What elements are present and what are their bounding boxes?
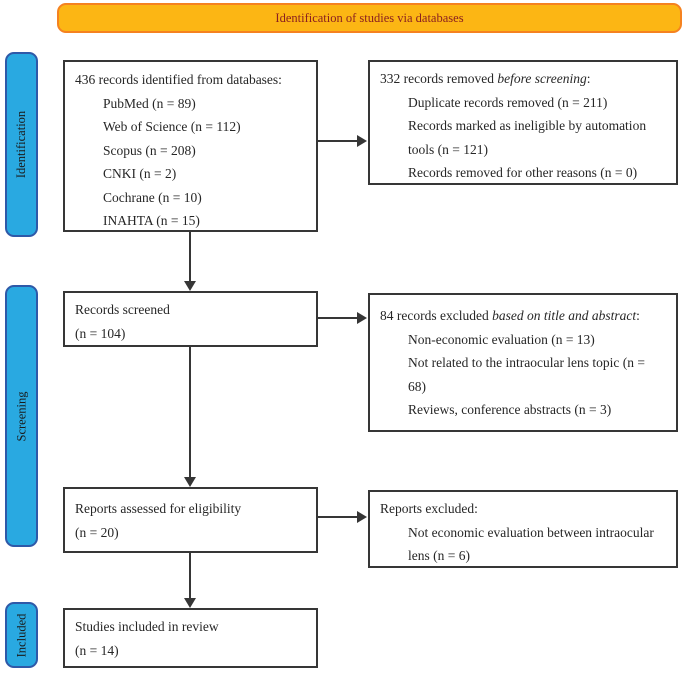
stage-screening: Screening [5,285,38,547]
excluded-title-italic: based on title and abstract [492,308,637,323]
arrow-screened-to-assessed-head-icon [184,477,196,487]
arrow-screened-to-excluded-head-icon [357,312,367,324]
box-reports-assessed-count: (n = 20) [75,524,119,540]
excluded-item-not-related: Not related to the intraocular lens topi… [408,355,646,394]
box-records-screened: Records screened (n = 104) [63,291,318,347]
banner-label: Identification of studies via databases [275,10,464,25]
stage-identification: Identification [5,52,38,237]
stage-included: Included [5,602,38,668]
database-count-web-of-science: Web of Science (n = 112) [103,119,241,134]
box-studies-included-title: Studies included in review [75,619,219,634]
arrow-identified-to-removed-head-icon [357,135,367,147]
arrow-identified-to-screened-line [189,232,191,282]
database-count-pubmed: PubMed (n = 89) [103,95,196,111]
database-count-inahta: INAHTA (n = 15) [103,213,200,228]
arrow-identified-to-screened-head-icon [184,281,196,291]
box-reports-excluded-title: Reports excluded: [380,501,478,516]
removed-title-suffix: : [586,71,591,86]
box-records-excluded-title: 84 records excluded based on title and a… [380,304,666,328]
reports-excluded-item: Not economic evaluation between intraocu… [408,524,654,564]
box-records-screened-count: (n = 104) [75,325,126,341]
stage-included-label: Included [14,613,29,657]
stage-identification-label: Identification [14,110,28,179]
arrow-assessed-to-included-line [189,553,191,599]
box-reports-assessed: Reports assessed for eligibility (n = 20… [63,487,318,553]
excluded-title-suffix: : [636,308,640,323]
database-count-cnki: CNKI (n = 2) [103,166,177,181]
excluded-item-reviews: Reviews, conference abstracts (n = 3) [408,402,612,417]
arrow-identified-to-removed-line [318,140,358,142]
box-records-removed-title: 332 records removed before screening: [380,67,666,91]
removed-item-other: Records removed for other reasons (n = 0… [408,165,638,180]
removed-title-italic: before screening [497,71,587,86]
box-records-excluded: 84 records excluded based on title and a… [368,293,678,432]
box-reports-excluded: Reports excluded: Not economic evaluatio… [368,490,678,568]
banner-identification-via-databases: Identification of studies via databases [57,3,682,33]
box-records-screened-title: Records screened [75,302,170,317]
arrow-screened-to-assessed-line [189,347,191,478]
box-records-identified: 436 records identified from databases: P… [63,60,318,232]
database-count-scopus: Scopus (n = 208) [103,142,196,158]
box-records-identified-title: 436 records identified from databases: [75,72,282,87]
excluded-item-non-economic: Non-economic evaluation (n = 13) [408,331,595,347]
arrow-screened-to-excluded-line [318,317,358,319]
arrow-assessed-to-included-head-icon [184,598,196,608]
box-studies-included-count: (n = 14) [75,642,119,658]
arrow-assessed-to-reports-excluded-head-icon [357,511,367,523]
box-reports-assessed-title: Reports assessed for eligibility [75,501,242,516]
box-studies-included: Studies included in review (n = 14) [63,608,318,668]
box-records-removed: 332 records removed before screening: Du… [368,60,678,185]
arrow-assessed-to-reports-excluded-line [318,516,358,518]
stage-screening-label: Screening [14,391,29,441]
removed-item-duplicates: Duplicate records removed (n = 211) [408,94,608,110]
database-count-cochrane: Cochrane (n = 10) [103,189,202,205]
excluded-title-prefix: 84 records excluded [380,308,493,323]
removed-title-prefix: 332 records removed [380,71,498,86]
removed-item-automation: Records marked as ineligible by automati… [408,118,647,157]
